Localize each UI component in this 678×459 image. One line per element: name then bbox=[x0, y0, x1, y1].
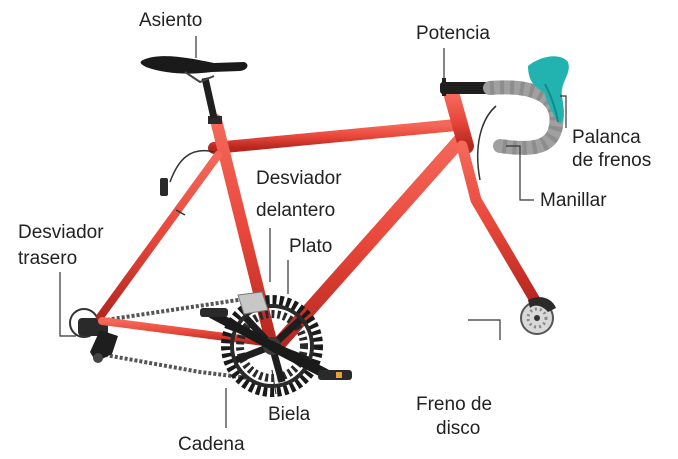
label-disc-brake-line1: Freno de bbox=[416, 394, 492, 415]
label-rear-derailleur-line1: Desviador bbox=[18, 222, 104, 243]
leader-lines bbox=[59, 36, 567, 428]
label-stem: Potencia bbox=[416, 23, 490, 44]
label-crank: Biela bbox=[268, 404, 311, 425]
crank-arm bbox=[200, 308, 352, 380]
bike-frame bbox=[96, 88, 542, 352]
cable-adjuster bbox=[160, 178, 168, 196]
label-brake-lever-line1: Palanca bbox=[572, 127, 641, 148]
stem bbox=[440, 78, 492, 96]
label-brake-lever-line2: de frenos bbox=[572, 150, 651, 171]
label-front-derailleur-line1: Desviador bbox=[256, 168, 342, 189]
disc-brake bbox=[520, 297, 556, 335]
handlebar bbox=[483, 80, 564, 155]
label-chainring: Plato bbox=[289, 236, 332, 257]
saddle bbox=[140, 56, 248, 119]
label-disc-brake-line2: disco bbox=[436, 418, 480, 439]
label-rear-derailleur-line2: trasero bbox=[18, 248, 77, 269]
rear-derailleur bbox=[69, 308, 118, 363]
brake-cable bbox=[477, 105, 497, 181]
label-front-derailleur-line2: delantero bbox=[256, 200, 335, 221]
front-derailleur bbox=[237, 291, 269, 315]
label-chain: Cadena bbox=[178, 434, 245, 455]
chain bbox=[91, 295, 259, 380]
label-seat: Asiento bbox=[139, 10, 202, 31]
label-handlebar: Manillar bbox=[540, 190, 607, 211]
brake-lever bbox=[528, 56, 569, 125]
derailleur-cable bbox=[169, 149, 216, 183]
